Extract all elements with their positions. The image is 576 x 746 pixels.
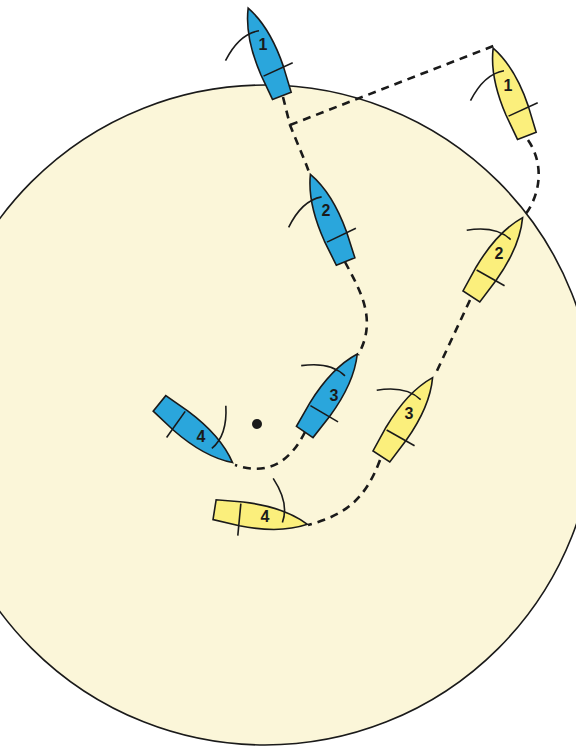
callout-number: 1 xyxy=(504,78,513,94)
callout-number: 4 xyxy=(261,509,270,525)
callout-number: 3 xyxy=(330,388,339,404)
zone-circle xyxy=(0,85,576,745)
callout-number: 1 xyxy=(259,37,268,53)
callout-number: 2 xyxy=(322,203,331,219)
mark xyxy=(252,419,262,429)
blue-boats xyxy=(146,0,376,479)
callout-number: 4 xyxy=(197,429,206,445)
yellow-boats xyxy=(211,40,547,546)
callout-number: 3 xyxy=(405,406,414,422)
callout-number: 2 xyxy=(495,246,504,262)
